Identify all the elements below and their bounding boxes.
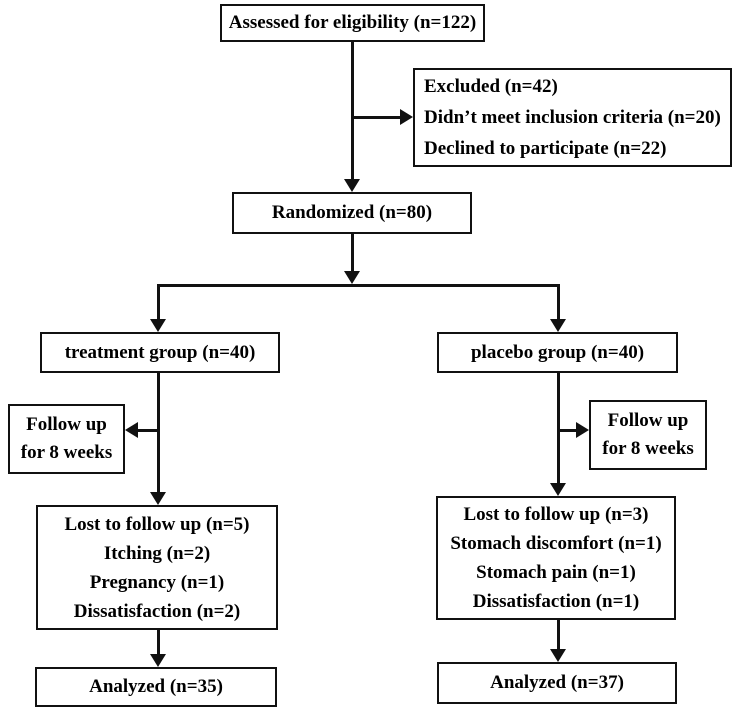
arrowhead-down-icon	[150, 319, 166, 332]
arrowhead-left-icon	[125, 422, 138, 438]
box-text: placebo group (n=40)	[470, 341, 645, 363]
connector-split-bar	[157, 284, 560, 287]
box-followup-right: Follow up for 8 weeks	[589, 400, 707, 470]
box-analyzed-right: Analyzed (n=37)	[437, 662, 677, 704]
arrowhead-down-icon	[150, 654, 166, 667]
box-lost-to-followup-right: Lost to follow up (n=3) Stomach discomfo…	[436, 496, 676, 620]
box-text: treatment group (n=40)	[64, 341, 256, 363]
box-placebo-group: placebo group (n=40)	[437, 332, 678, 373]
arrowhead-down-icon	[344, 271, 360, 284]
arrowhead-down-icon	[344, 179, 360, 192]
arrowhead-down-icon	[550, 649, 566, 662]
box-randomized: Randomized (n=80)	[232, 192, 472, 234]
connector-lost-to-analyzed-right	[557, 620, 560, 650]
arrowhead-down-icon	[550, 483, 566, 496]
box-lost-to-followup-left: Lost to follow up (n=5) Itching (n=2) Pr…	[36, 505, 278, 630]
connector-lost-to-analyzed-left	[157, 630, 160, 655]
connector-to-followup-left	[137, 429, 158, 432]
box-treatment-group: treatment group (n=40)	[40, 332, 280, 373]
box-assessed-for-eligibility: Assessed for eligibility (n=122)	[220, 4, 485, 42]
box-text: Excluded (n=42)	[424, 76, 558, 97]
connector-randomized-to-split	[351, 234, 354, 274]
box-text: for 8 weeks	[20, 442, 113, 463]
box-text: Follow up	[607, 410, 689, 431]
arrowhead-right-icon	[576, 422, 589, 438]
box-excluded: Excluded (n=42) Didn’t meet inclusion cr…	[413, 68, 732, 167]
box-text: Stomach discomfort (n=1)	[450, 533, 662, 554]
box-text: Lost to follow up (n=3)	[463, 504, 649, 525]
box-text: Lost to follow up (n=5)	[64, 513, 250, 535]
box-analyzed-left: Analyzed (n=35)	[35, 667, 277, 707]
box-text: Randomized (n=80)	[271, 202, 433, 224]
box-text: for 8 weeks	[602, 438, 694, 459]
box-text: Pregnancy (n=1)	[89, 571, 225, 593]
connector-assessed-to-randomized	[351, 42, 354, 182]
box-text: Assessed for eligibility (n=122)	[228, 12, 477, 34]
box-text: Didn’t meet inclusion criteria (n=20)	[424, 107, 721, 128]
connector-split-to-treatment	[157, 284, 160, 320]
box-text: Stomach pain (n=1)	[476, 562, 636, 583]
arrowhead-right-icon	[400, 109, 413, 125]
box-text: Dissatisfaction (n=2)	[73, 600, 241, 622]
box-text: Itching (n=2)	[103, 542, 211, 564]
connector-treatment-to-lost	[157, 373, 160, 493]
box-text: Dissatisfaction (n=1)	[472, 591, 640, 612]
connector-to-excluded	[352, 116, 401, 119]
box-followup-left: Follow up for 8 weeks	[8, 404, 125, 474]
box-text: Declined to participate (n=22)	[424, 138, 667, 159]
connector-split-to-placebo	[557, 284, 560, 320]
arrowhead-down-icon	[550, 319, 566, 332]
box-text: Follow up	[26, 414, 107, 435]
connector-to-followup-right	[558, 429, 577, 432]
connector-placebo-to-lost	[557, 373, 560, 484]
arrowhead-down-icon	[150, 492, 166, 505]
box-text: Analyzed (n=35)	[89, 676, 223, 698]
box-text: Analyzed (n=37)	[490, 672, 624, 694]
